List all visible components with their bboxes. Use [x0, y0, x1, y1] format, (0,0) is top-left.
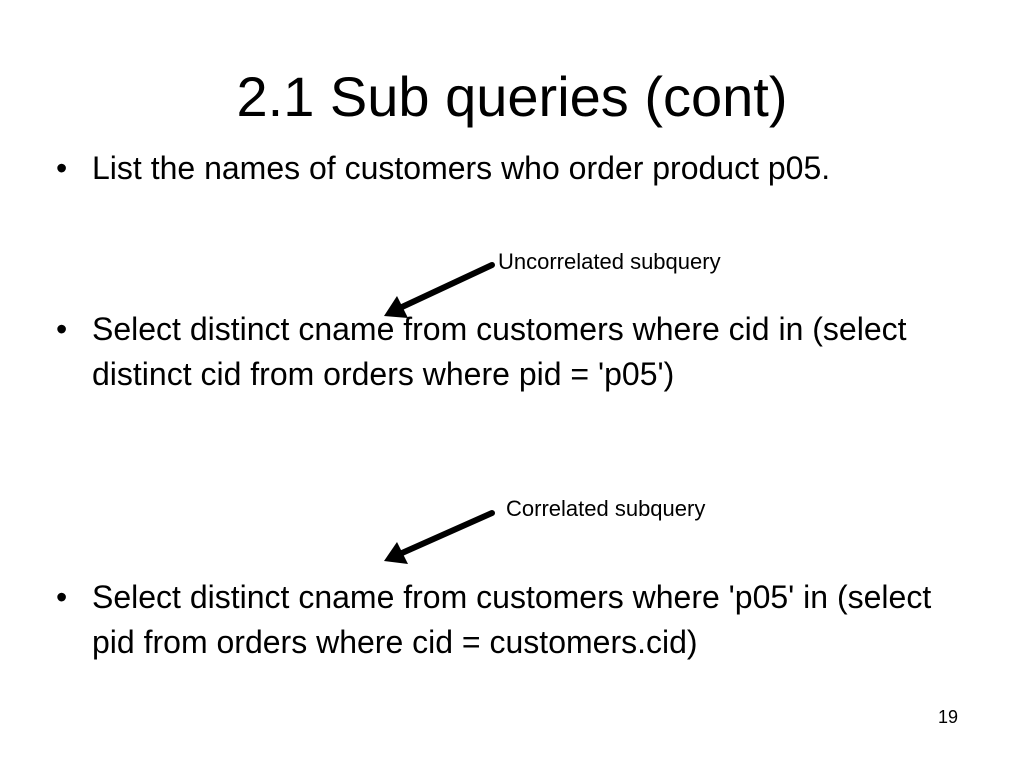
slide-title: 2.1 Sub queries (cont) — [236, 65, 788, 128]
bullet-dot: • — [56, 150, 68, 186]
bullet-text: Select distinct cname from customers whe… — [92, 579, 932, 660]
correlated-arrow-icon — [384, 510, 495, 564]
annotation-correlated: Correlated subquery — [506, 496, 706, 521]
annotation-uncorrelated: Uncorrelated subquery — [498, 249, 721, 274]
bullet-text: Select distinct cname from customers whe… — [92, 311, 907, 392]
bullet-dot: • — [56, 579, 68, 615]
bullet-dot: • — [56, 311, 68, 347]
bullet-text: List the names of customers who order pr… — [92, 150, 831, 186]
page-number: 19 — [938, 707, 959, 727]
